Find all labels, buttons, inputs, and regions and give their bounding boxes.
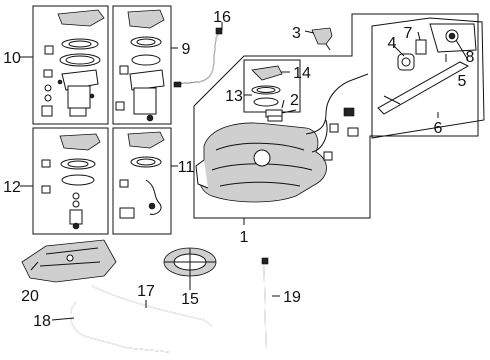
filler-pipe [267,73,369,161]
callout-10: 10 [3,50,21,67]
callout-3: 3 [292,25,301,42]
tube-19 [261,257,269,351]
fuel-sender-box-11 [112,127,172,235]
pump-assembly-10 [41,9,105,117]
callout-18: 18 [33,313,51,330]
callout-14: 14 [293,65,311,82]
fuel-pump-box-12 [32,127,109,235]
callout-9: 9 [182,41,191,58]
tank-strap-17 [91,285,213,327]
callout-5: 5 [458,73,467,90]
callout-17: 17 [137,283,155,300]
tank-frame [193,13,479,219]
callout-20: 20 [21,288,39,305]
callout-7: 7 [404,25,413,42]
heat-shield-20 [21,239,117,283]
tank-strap-18 [69,301,171,353]
sender-assembly-11 [119,131,165,219]
fuel-line-16 [173,27,223,88]
callout-8: 8 [466,49,475,66]
fuel-tank [195,122,327,203]
pump-assembly-12 [41,133,101,230]
callout-12: 12 [3,179,21,196]
callout-1: 1 [240,229,249,246]
callout-19: 19 [283,289,301,306]
cover-pad-15 [163,247,217,277]
gasket-set-13-14 [251,65,283,107]
fuel-pump-box-9 [112,5,172,125]
callout-13: 13 [225,88,243,105]
callout-15: 15 [181,291,199,308]
fuel-pump-box-10 [32,5,109,125]
leader-lines [20,22,469,321]
filler-neck-4-8 [377,23,477,115]
filler-neck-panel [371,17,485,139]
callout-4: 4 [388,35,397,52]
callout-11: 11 [178,159,195,176]
callout-6: 6 [434,120,443,137]
callout-16: 16 [213,9,231,26]
pump-assembly-9 [115,9,165,122]
callout-2: 2 [290,92,299,109]
sensor-3 [311,27,333,51]
